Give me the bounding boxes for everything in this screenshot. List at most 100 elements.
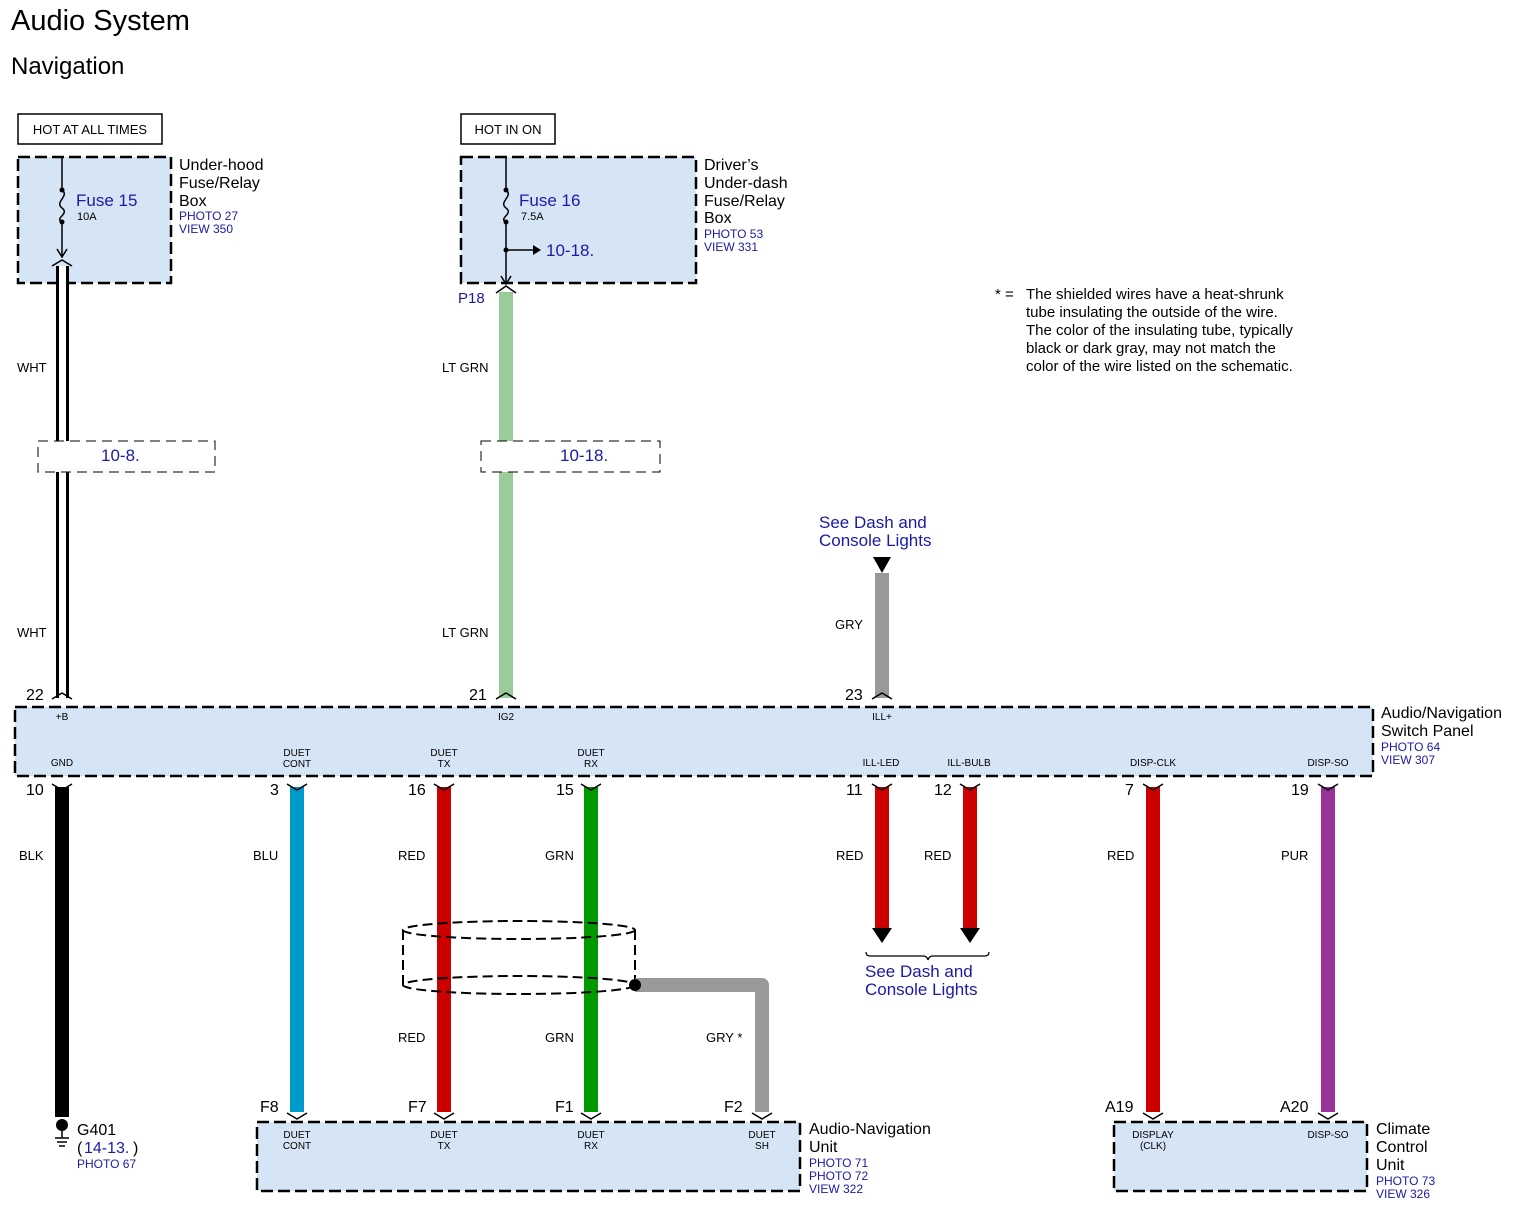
connector-icon <box>751 1112 773 1120</box>
wire-core <box>59 266 66 698</box>
pur-disp-so-wire <box>1321 787 1335 1112</box>
fuse-box-name: Box <box>704 210 732 227</box>
pin-number: F7 <box>408 1099 427 1116</box>
pin-number: 12 <box>934 782 952 799</box>
connector-icon <box>51 783 73 791</box>
pin-label: IG2 <box>498 712 515 723</box>
pin-label: DISP-SO <box>1307 1130 1348 1141</box>
wire-color-label: LT GRN <box>442 625 488 640</box>
connector-icon <box>495 692 517 700</box>
wire-color-label: LT GRN <box>442 360 488 375</box>
pin-label: ILL-LED <box>863 758 900 769</box>
pin-number: 3 <box>270 782 279 799</box>
pin-number: F1 <box>555 1099 574 1116</box>
blu-wire <box>290 787 304 1112</box>
gry-wire <box>875 573 889 698</box>
component-name: Audio-Navigation <box>809 1121 931 1138</box>
wire-color-label: RED <box>398 1030 425 1045</box>
shielded-wire-note: * = The shielded wires have a heat-shrun… <box>995 286 1293 375</box>
pin-label: TX <box>438 1141 451 1152</box>
photo-ref: PHOTO 27 <box>179 209 238 223</box>
wire-color-label: BLU <box>253 848 278 863</box>
photo-ref: PHOTO 71 <box>809 1156 868 1170</box>
pin-number: 22 <box>26 687 44 704</box>
wire-color-label: GRY * <box>706 1030 742 1045</box>
pin-label: CONT <box>283 759 311 770</box>
connector-icon <box>1317 1112 1339 1120</box>
wire-color-label: GRN <box>545 1030 574 1045</box>
ground-ref-paren: ( <box>77 1140 83 1157</box>
note-line: The shielded wires have a heat-shrunk <box>1026 286 1284 303</box>
connector-icon <box>1317 783 1339 791</box>
connector-icon <box>871 692 893 700</box>
red-ill-led-wire <box>875 787 889 930</box>
connector-icon <box>286 783 308 791</box>
wire-color-label: WHT <box>17 625 47 640</box>
ground-name: G401 <box>77 1122 116 1139</box>
note-line: tube insulating the outside of the wire. <box>1026 304 1278 321</box>
pin-number: F2 <box>724 1099 743 1116</box>
switch-panel-outline <box>13 705 1375 778</box>
wire-color-label: GRN <box>545 848 574 863</box>
wire-color-label: PUR <box>1281 848 1308 863</box>
component-name: Control <box>1376 1139 1428 1156</box>
pin-label: TX <box>438 759 451 770</box>
wire-break <box>56 446 69 467</box>
wht-wire <box>56 266 69 698</box>
connector-icon <box>580 1112 602 1120</box>
under-hood-fuse-box: Fuse 15 10A Under-hood Fuse/Relay Box PH… <box>16 155 264 285</box>
ground-g401: G401 ( 14-13. ) PHOTO 67 <box>55 1119 138 1171</box>
blk-wire <box>55 787 69 1117</box>
fuse-15-label: Fuse 15 <box>76 191 137 210</box>
connector-icon <box>580 783 602 791</box>
view-ref: VIEW 322 <box>809 1182 863 1196</box>
audio-navigation-switch-panel: Audio/Navigation Switch Panel PHOTO 64 V… <box>13 687 1502 778</box>
pin-number: 23 <box>845 687 863 704</box>
connector-label: P18 <box>458 290 485 307</box>
pin-number: 19 <box>1291 782 1309 799</box>
connector-icon <box>1142 1112 1164 1120</box>
pin-number: A19 <box>1105 1099 1134 1116</box>
wire-color-label: BLK <box>19 848 44 863</box>
pin-label: GND <box>51 758 73 769</box>
dash-lights-ref: Console Lights <box>865 980 977 999</box>
red-tx-wire <box>437 787 451 1112</box>
pin-label: DUET <box>748 1130 775 1141</box>
view-ref: VIEW 326 <box>1376 1187 1430 1201</box>
connector-icon <box>51 259 73 267</box>
fuse-box-name: Under-dash <box>704 175 788 192</box>
arrow-down-icon <box>56 248 68 259</box>
connector-icon <box>871 783 893 791</box>
component-name: Unit <box>809 1139 838 1156</box>
arrow-down-icon <box>873 557 891 573</box>
photo-ref: PHOTO 53 <box>704 227 763 241</box>
note-marker: * = <box>995 286 1014 303</box>
climate-unit-outline <box>1112 1120 1369 1193</box>
shield-drain-dot <box>629 979 641 991</box>
hot-at-all-times-box <box>17 113 163 145</box>
pin-label: SH <box>755 1141 769 1152</box>
connector-icon <box>433 1112 455 1120</box>
view-ref: VIEW 307 <box>1381 753 1435 767</box>
arrow-down-icon <box>872 928 892 943</box>
pin-number: F8 <box>260 1099 279 1116</box>
note-line: black or dark gray, may not match the <box>1026 340 1276 357</box>
bracket <box>865 951 990 961</box>
pin-label: CONT <box>283 1141 311 1152</box>
photo-ref: PHOTO 64 <box>1381 740 1440 754</box>
fuse-box-name: Box <box>179 193 207 210</box>
arrow-down-icon <box>960 928 980 943</box>
fuse-box-name: Driver’s <box>704 157 759 174</box>
wire-break <box>499 450 513 455</box>
fuse-15-icon <box>59 189 65 223</box>
dash-lights-ref: See Dash and <box>819 513 927 532</box>
pin-number: 21 <box>469 687 487 704</box>
component-name: Audio/Navigation <box>1381 705 1502 722</box>
pin-label: DISP-SO <box>1307 758 1348 769</box>
gry-shield-wire <box>635 978 769 1112</box>
wire-color-label: RED <box>398 848 425 863</box>
inline-ref: 10-8. <box>101 446 140 465</box>
pin-label: DISPLAY <box>1132 1130 1174 1141</box>
branch-ref: 10-18. <box>546 241 594 260</box>
